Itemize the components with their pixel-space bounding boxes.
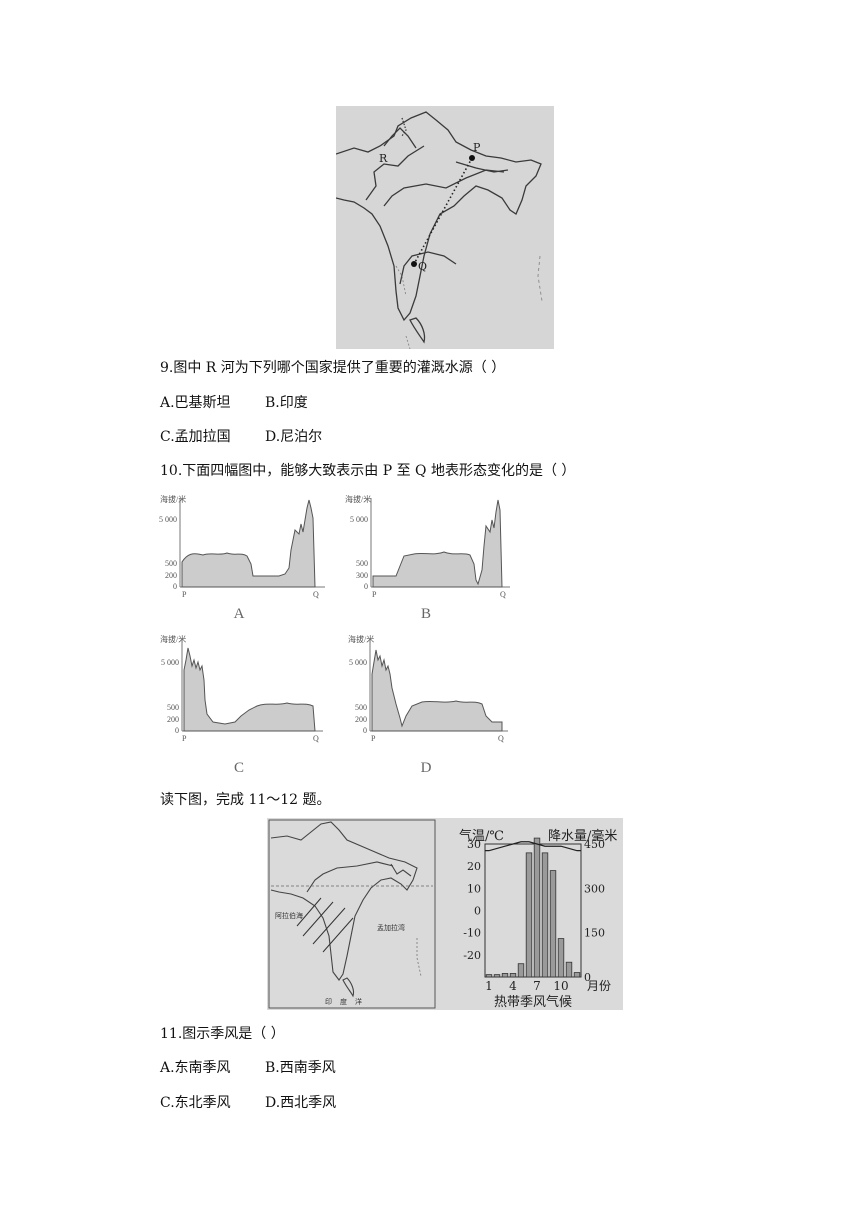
profile-b-start: P bbox=[372, 590, 377, 599]
precip-bar bbox=[485, 974, 493, 978]
profile-a-y-title: 海拔/米 bbox=[160, 494, 186, 504]
precip-axis-title: 降水量/毫米 bbox=[548, 828, 617, 844]
profile-b-caption: B bbox=[421, 606, 431, 622]
profile-c-tick: 0 bbox=[175, 726, 179, 735]
q9-option-d[interactable]: D.尼泊尔 bbox=[265, 429, 323, 445]
profile-a-tick: 5 000 bbox=[159, 515, 177, 524]
profile-d-start: P bbox=[371, 734, 376, 743]
precip-bar bbox=[549, 870, 557, 978]
precip-bar bbox=[541, 852, 549, 978]
profile-c[interactable]: 海拔/米 5 000 500 200 0 P Q C bbox=[155, 630, 335, 776]
precip-tick-label: 0 bbox=[584, 971, 591, 984]
q11-option-b[interactable]: B.西南季风 bbox=[265, 1060, 336, 1076]
climate-caption: 热带季风气候 bbox=[494, 994, 572, 1010]
temp-tick-label: 20 bbox=[467, 860, 481, 873]
precip-tick-label: 150 bbox=[584, 927, 605, 940]
profile-a-end: Q bbox=[313, 590, 319, 599]
profile-d-end: Q bbox=[498, 734, 504, 743]
temp-tick-label: -10 bbox=[463, 927, 481, 940]
indian-ocean-label: 印度洋 bbox=[325, 997, 370, 1006]
river-r-label: R bbox=[379, 152, 388, 165]
precip-bar bbox=[565, 961, 573, 978]
q11-option-a[interactable]: A.东南季风 bbox=[160, 1060, 231, 1076]
bay-of-bengal-label: 孟加拉湾 bbox=[377, 923, 405, 932]
profile-d-caption: D bbox=[421, 760, 432, 775]
precip-bar bbox=[533, 837, 541, 978]
point-q-label: Q bbox=[418, 260, 427, 273]
profile-c-y-title: 海拔/米 bbox=[160, 634, 186, 644]
profile-b-tick: 5 000 bbox=[350, 515, 368, 524]
profile-b[interactable]: 海拔/米 5 000 500 300 0 P Q B bbox=[340, 490, 520, 625]
precip-bar bbox=[509, 973, 517, 978]
profile-c-caption: C bbox=[234, 760, 244, 775]
q11-option-c[interactable]: C.东北季风 bbox=[160, 1095, 231, 1111]
climate-chart: 气温/℃ 降水量/毫米 30 20 10 0 -10 -20 450 300 150 0 1 4 7… bbox=[459, 828, 617, 1010]
temp-line bbox=[485, 841, 581, 852]
q11-option-d[interactable]: D.西北季风 bbox=[265, 1095, 337, 1111]
profile-b-tick: 300 bbox=[356, 571, 368, 580]
monsoon-figure: 阿拉伯海 孟加拉湾 印度洋 气温/℃ 降水量/毫米 30 20 10 0 -10 -20 … bbox=[267, 818, 623, 1010]
temp-tick-label: -20 bbox=[463, 949, 481, 962]
month-tick-label: 10 bbox=[553, 979, 568, 993]
profile-b-tick: 0 bbox=[364, 582, 368, 591]
profile-c-tick: 200 bbox=[167, 715, 179, 724]
month-tick-label: 7 bbox=[533, 979, 541, 993]
temp-tick-label: 30 bbox=[467, 838, 481, 851]
arabian-sea-label: 阿拉伯海 bbox=[275, 911, 303, 920]
profile-c-start: P bbox=[182, 734, 187, 743]
profile-c-end: Q bbox=[313, 734, 319, 743]
question-11: 11.图示季风是（ ） bbox=[160, 1026, 285, 1042]
precip-bar bbox=[525, 852, 533, 978]
question-10: 10.下面四幅图中，能够大致表示由 P 至 Q 地表形态变化的是（ ） bbox=[160, 463, 576, 479]
profile-c-tick: 500 bbox=[167, 703, 179, 712]
precip-bar bbox=[573, 972, 581, 978]
q9-option-b[interactable]: B.印度 bbox=[265, 395, 308, 411]
profile-a-tick: 200 bbox=[165, 571, 177, 580]
precip-bar bbox=[557, 938, 565, 978]
profile-b-tick: 500 bbox=[356, 559, 368, 568]
profile-d-tick: 200 bbox=[355, 715, 367, 724]
question-9: 9.图中 R 河为下列哪个国家提供了重要的灌溉水源（ ） bbox=[160, 360, 506, 376]
profile-d-y-title: 海拔/米 bbox=[348, 634, 374, 644]
q9-option-c[interactable]: C.孟加拉国 bbox=[160, 429, 231, 445]
precip-bar bbox=[501, 973, 509, 978]
precip-tick-label: 450 bbox=[584, 838, 605, 851]
precip-bar bbox=[493, 974, 501, 978]
precip-tick-label: 300 bbox=[584, 882, 605, 895]
temp-tick-label: 10 bbox=[467, 882, 481, 895]
profile-a-tick: 0 bbox=[173, 582, 177, 591]
profile-d[interactable]: 海拔/米 5 000 500 200 0 P Q D bbox=[340, 630, 520, 776]
temp-tick-label: 0 bbox=[474, 905, 481, 918]
profile-b-end: Q bbox=[500, 590, 506, 599]
q9-option-a[interactable]: A.巴基斯坦 bbox=[160, 395, 231, 411]
profile-d-tick: 500 bbox=[355, 703, 367, 712]
precip-bar bbox=[517, 963, 525, 978]
profile-c-tick: 5 000 bbox=[161, 658, 179, 667]
x-unit-label: 月份 bbox=[587, 979, 611, 993]
point-p-label: P bbox=[473, 141, 481, 154]
profile-d-tick: 0 bbox=[363, 726, 367, 735]
profile-a-tick: 500 bbox=[165, 559, 177, 568]
monsoon-map: 阿拉伯海 孟加拉湾 印度洋 bbox=[268, 819, 436, 1009]
month-tick-label: 4 bbox=[509, 979, 517, 993]
intro-text: 读下图，完成 11～12 题。 bbox=[160, 792, 331, 808]
month-tick-label: 1 bbox=[485, 979, 493, 993]
profile-b-y-title: 海拔/米 bbox=[345, 494, 371, 504]
temp-axis-title: 气温/℃ bbox=[459, 828, 504, 844]
profile-d-tick: 5 000 bbox=[349, 658, 367, 667]
south-asia-map: R P Q bbox=[335, 106, 554, 350]
profile-a-start: P bbox=[182, 590, 187, 599]
profile-a-caption: A bbox=[234, 606, 245, 622]
profile-a[interactable]: 海拔/米 5 000 500 200 0 P Q A bbox=[155, 490, 335, 625]
